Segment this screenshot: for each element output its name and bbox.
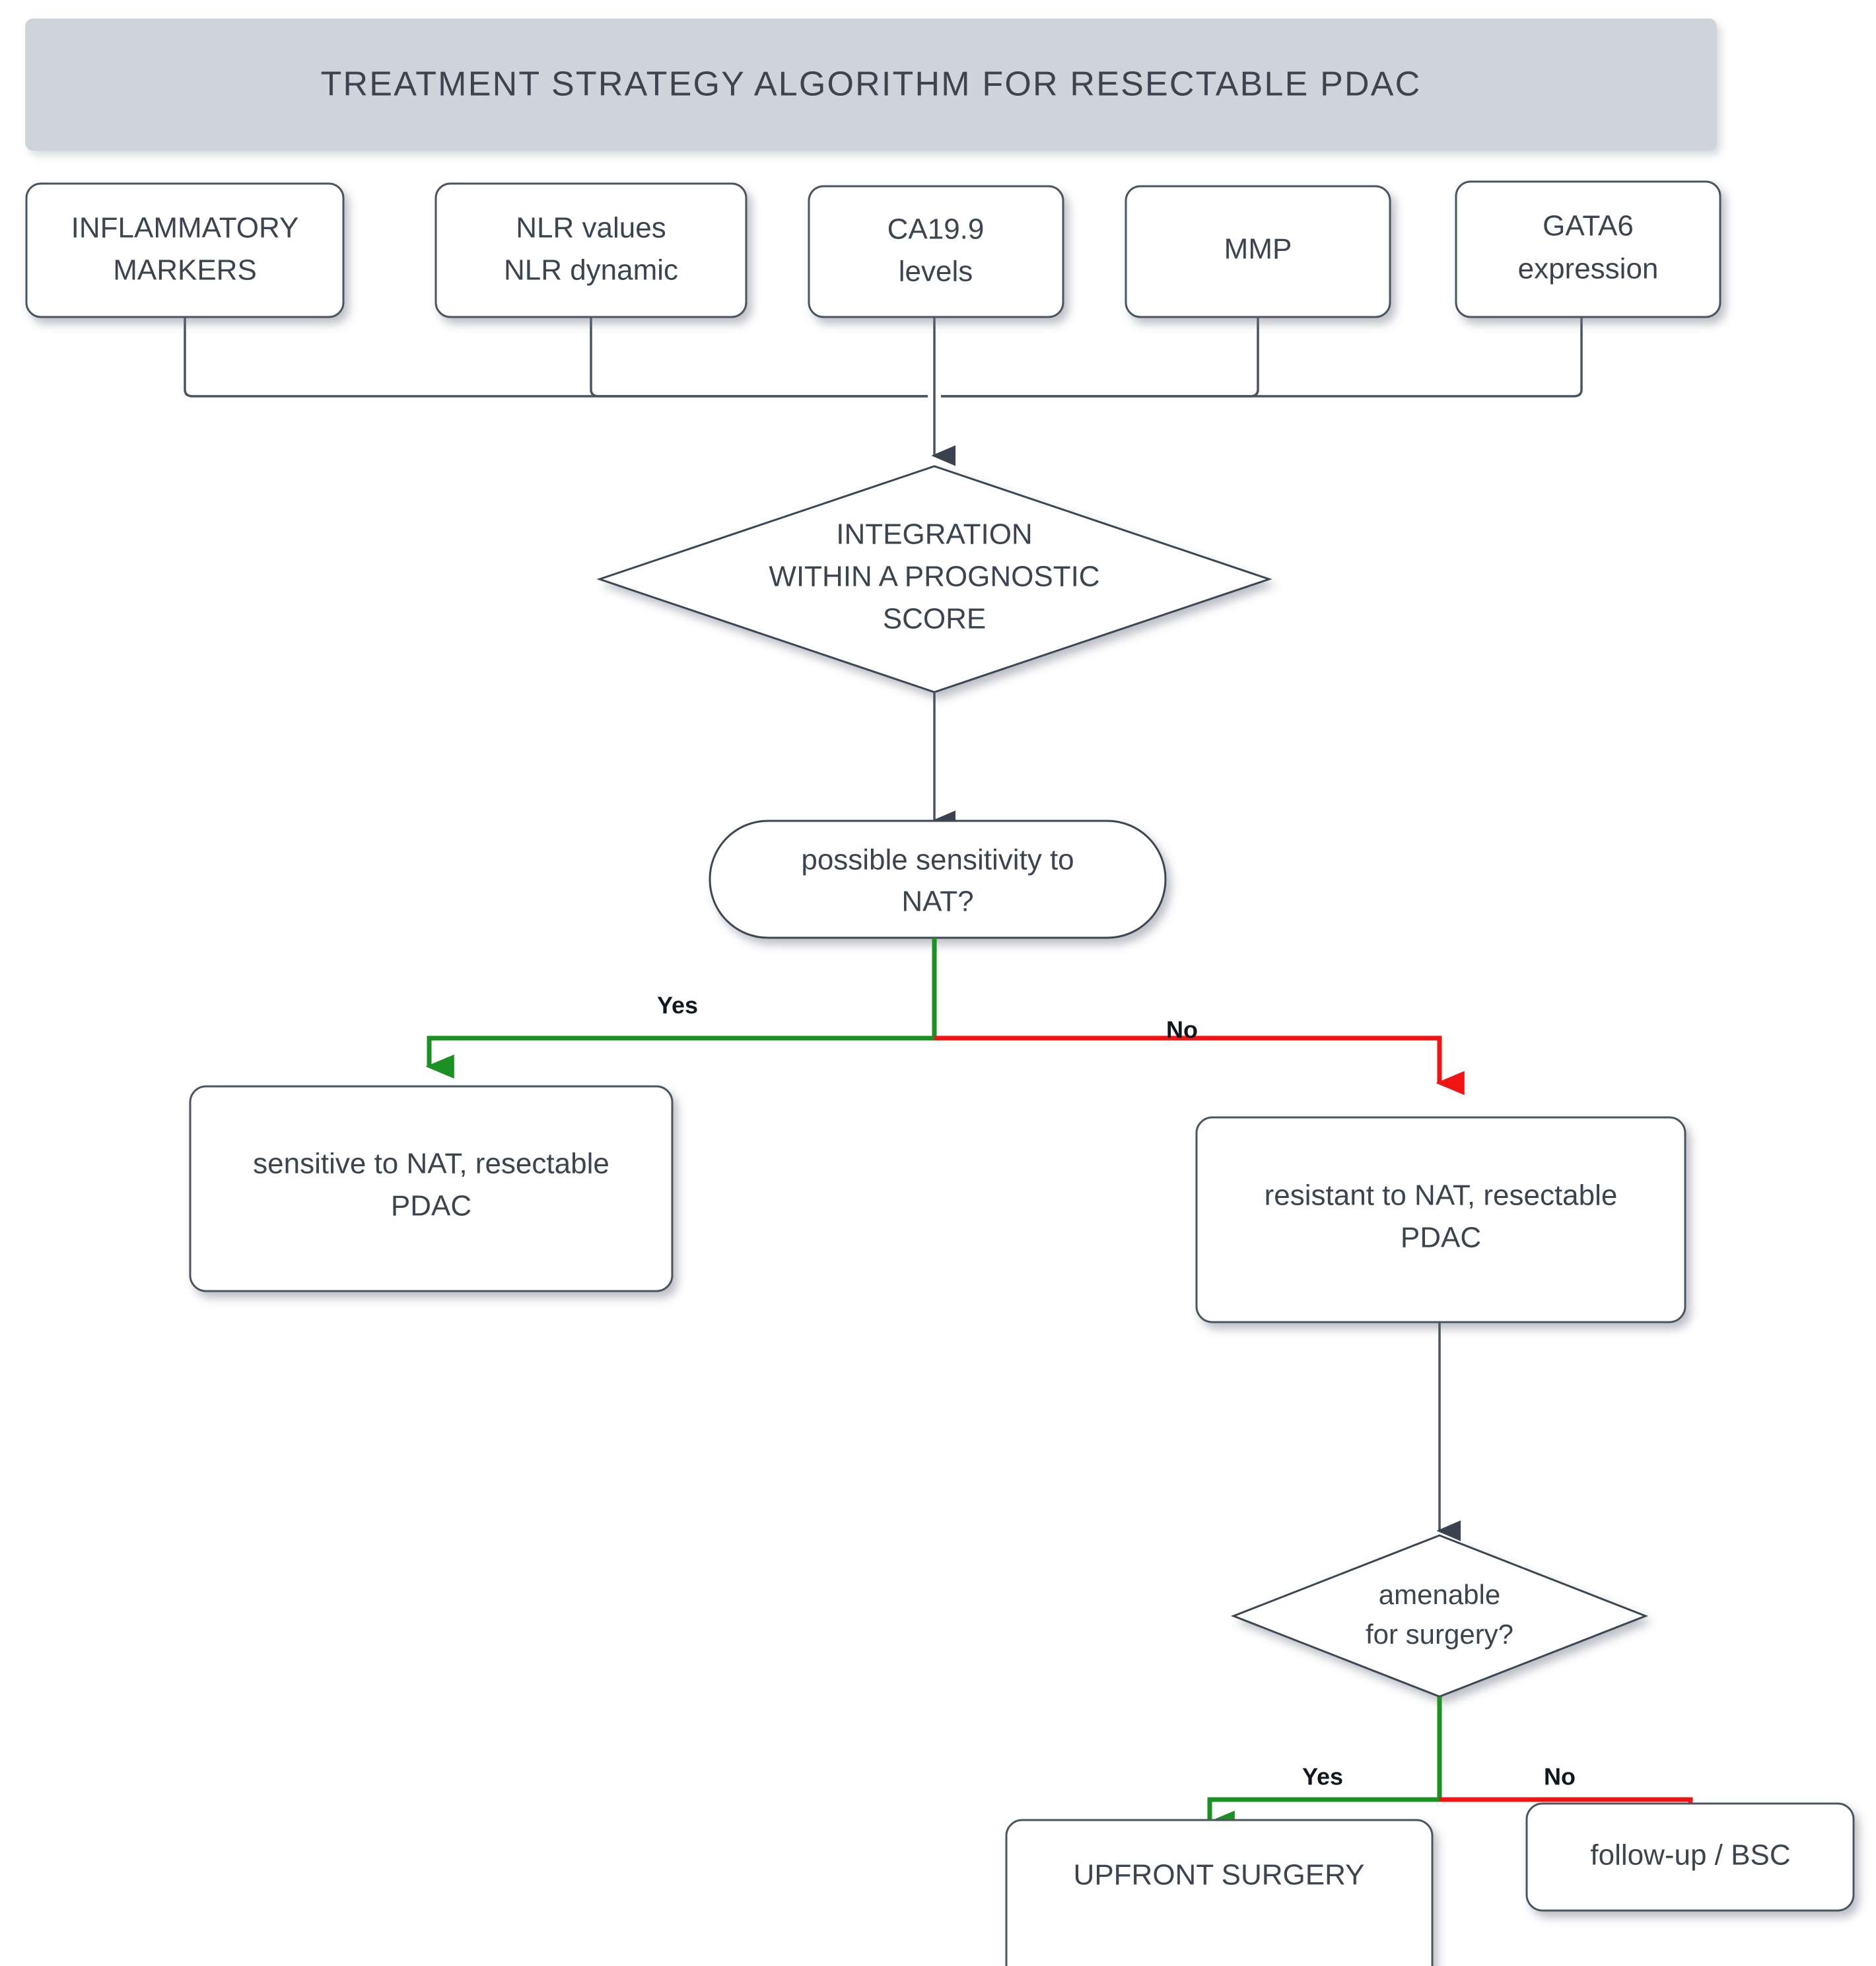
outcome-node-resistant-line1: resistant to NAT, resectable: [1265, 1179, 1618, 1212]
input-node-gata6-line2: expression: [1518, 253, 1659, 285]
connector-mmp-to-bus: [941, 317, 1259, 398]
outcome-node-sensitive-shape[interactable]: [189, 1085, 674, 1292]
outcome-node-resistant-line2: PDAC: [1401, 1222, 1481, 1254]
edge-label-surgery-yes: Yes: [1302, 1763, 1343, 1790]
input-node-nlr-shape[interactable]: [434, 182, 747, 318]
decision-node-sensitivity-line1: possible sensitivity to: [801, 844, 1074, 876]
decision-node-surgery[interactable]: amenable for surgery?: [1230, 1534, 1649, 1698]
title-banner-background: [25, 18, 1717, 151]
connector-surgery-yes: [1206, 1697, 1442, 1835]
input-node-nlr-line1: NLR values: [516, 212, 666, 244]
connector-group-sensitivity-branches: Yes No: [425, 938, 1465, 1096]
decision-node-sensitivity[interactable]: possible sensitivity to NAT?: [709, 820, 1167, 939]
edge-label-surgery-no: No: [1544, 1763, 1576, 1790]
input-node-ca199-line2: levels: [899, 256, 973, 288]
connector-inflammatory-to-bus: [184, 317, 928, 398]
input-node-mmp[interactable]: MMP: [1125, 185, 1391, 318]
connector-nlr-to-bus: [590, 317, 928, 398]
decision-node-sensitivity-line2: NAT?: [901, 886, 973, 918]
decision-node-integration-line3: SCORE: [883, 603, 986, 635]
decision-node-integration-line1: INTEGRATION: [836, 518, 1032, 551]
edge-label-sensitivity-yes: Yes: [657, 992, 698, 1019]
connector-sensitivity-yes: [425, 938, 937, 1079]
decision-node-sensitivity-shape[interactable]: [709, 820, 1167, 939]
input-node-ca199[interactable]: CA19.9 levels: [808, 185, 1064, 318]
outcome-node-upfront-surgery[interactable]: UPFRONT SURGERY: [1005, 1819, 1434, 1966]
decision-node-surgery-shape[interactable]: [1230, 1534, 1649, 1698]
outcome-node-resistant[interactable]: resistant to NAT, resectable PDAC: [1195, 1116, 1686, 1323]
connector-group-inputs: [184, 317, 1583, 466]
input-node-ca199-shape[interactable]: [808, 185, 1064, 318]
outcome-node-followup-bsc[interactable]: follow-up / BSC: [1525, 1802, 1855, 1912]
input-node-mmp-line1: MMP: [1224, 233, 1292, 265]
input-node-inflammatory-markers-line2: MARKERS: [113, 254, 257, 287]
input-node-nlr-line2: NLR dynamic: [504, 254, 678, 287]
decision-node-integration-line2: WITHIN A PROGNOSTIC: [769, 561, 1099, 593]
title-banner: TREATMENT STRATEGY ALGORITHM FOR RESECTA…: [25, 18, 1717, 151]
outcome-node-sensitive[interactable]: sensitive to NAT, resectable PDAC: [189, 1085, 674, 1292]
outcome-node-upfront-surgery-label: UPFRONT SURGERY: [1074, 1859, 1365, 1891]
decision-node-surgery-line1: amenable: [1379, 1579, 1500, 1610]
input-node-mmp-shape[interactable]: [1125, 185, 1391, 318]
input-node-gata6-shape[interactable]: [1455, 180, 1721, 318]
input-node-inflammatory-markers[interactable]: INFLAMMATORY MARKERS: [25, 182, 345, 318]
decision-node-surgery-line2: for surgery?: [1366, 1619, 1513, 1650]
input-node-gata6-line1: GATA6: [1543, 210, 1634, 242]
input-node-nlr[interactable]: NLR values NLR dynamic: [434, 182, 747, 318]
title-banner-label: TREATMENT STRATEGY ALGORITHM FOR RESECTA…: [321, 65, 1422, 104]
input-node-inflammatory-markers-shape[interactable]: [25, 182, 345, 318]
connector-gata6-to-bus: [941, 317, 1583, 398]
edge-label-sensitivity-no: No: [1166, 1016, 1198, 1043]
input-node-gata6[interactable]: GATA6 expression: [1455, 180, 1721, 318]
input-node-ca199-line1: CA19.9: [887, 213, 985, 246]
outcome-node-followup-bsc-label: follow-up / BSC: [1590, 1839, 1790, 1872]
outcome-node-resistant-shape[interactable]: [1195, 1116, 1686, 1323]
input-node-inflammatory-markers-line1: INFLAMMATORY: [71, 212, 299, 244]
outcome-node-sensitive-line1: sensitive to NAT, resectable: [253, 1148, 609, 1180]
outcome-node-upfront-surgery-shape[interactable]: [1005, 1819, 1434, 1966]
connector-sensitivity-no: [934, 1036, 1465, 1096]
outcome-node-followup-bsc-shape[interactable]: [1525, 1802, 1855, 1912]
outcome-node-sensitive-line2: PDAC: [391, 1190, 471, 1222]
decision-node-integration[interactable]: INTEGRATION WITHIN A PROGNOSTIC SCORE: [596, 465, 1272, 693]
